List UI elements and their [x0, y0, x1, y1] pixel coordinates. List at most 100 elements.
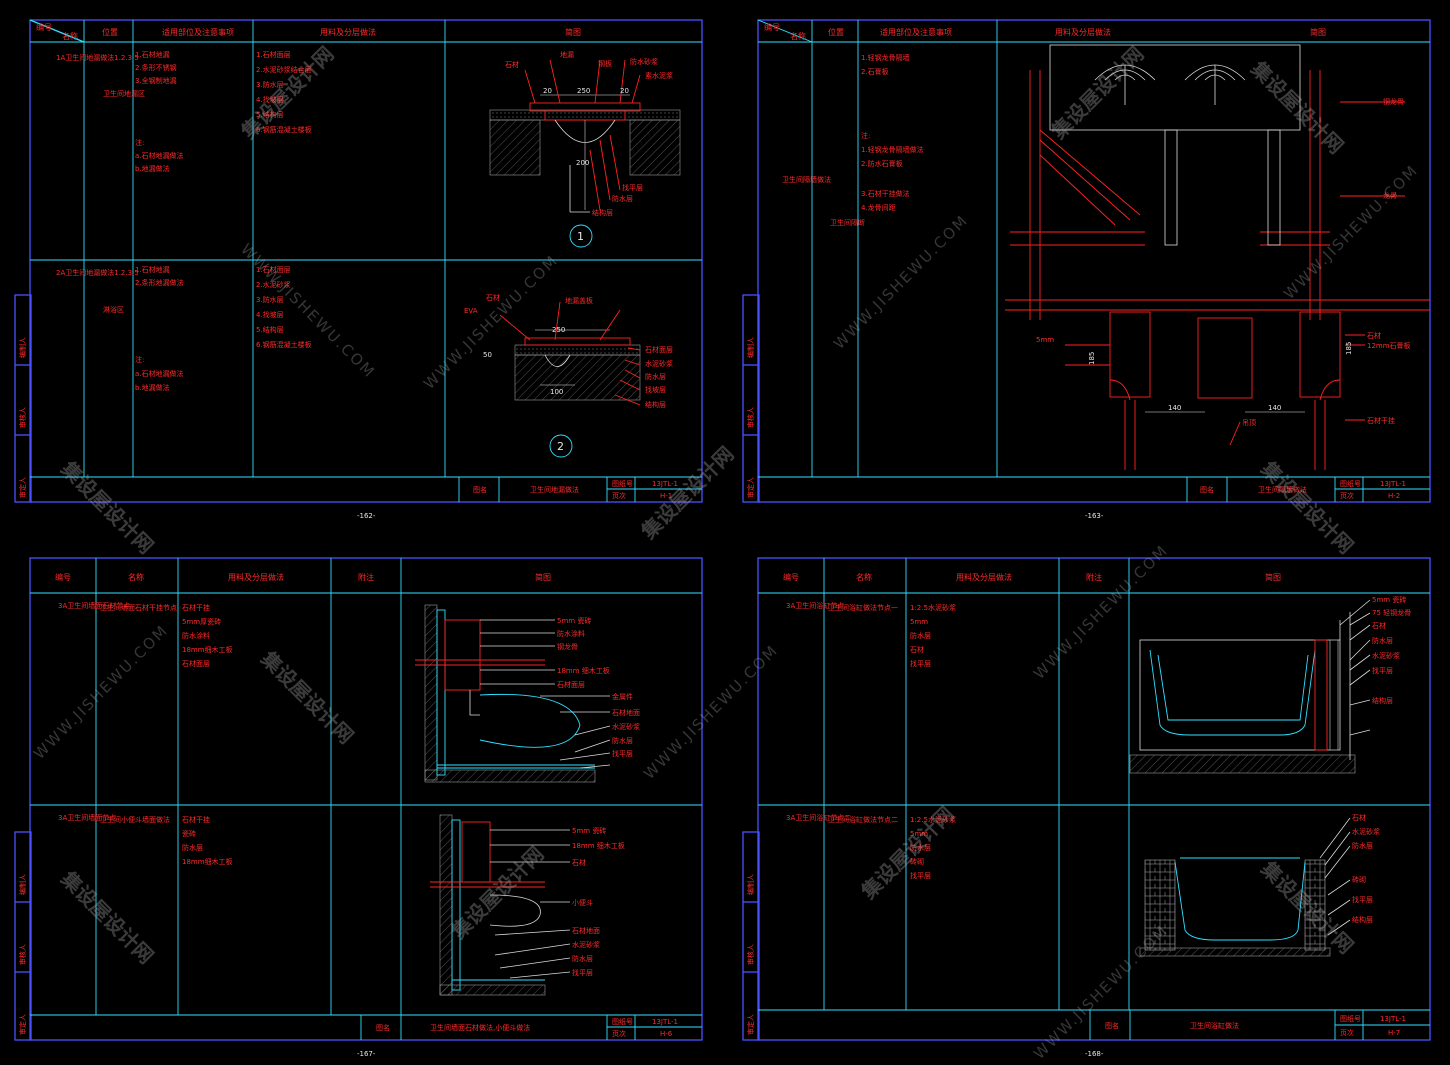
- urinal-section: 5mm 瓷砖 18mm 细木工板 石材 小便斗 石材地面 水泥砂浆 防水层 找平…: [430, 814, 625, 996]
- s4-footer-page: -168-: [1085, 1050, 1104, 1058]
- bathtub-section-1: 5mm 瓷砖 75 轻钢龙骨 石材 防水层 水泥砂浆 找平层 结构层: [1129, 595, 1411, 774]
- watermark-en: WWW.JISHEWU.COM: [1030, 921, 1172, 1063]
- row1-note-5: a.石材地漏做法: [135, 151, 184, 160]
- s4-code-label: 图纸号: [1340, 1014, 1361, 1023]
- s4-row2-name: 卫生间浴缸做法节点二: [828, 815, 898, 824]
- row1-layer-4: 4.找坡层: [256, 95, 284, 104]
- s4-row2-layer-5: 找平层: [910, 871, 931, 880]
- s4-header-diagram: 简图: [1265, 572, 1281, 582]
- row1-note-2: 2.条形不锈钢: [135, 63, 177, 72]
- s3-row1-code: 3A卫生间墙面石材节点: [58, 601, 130, 610]
- s4b-label-stone: 石材: [1352, 813, 1366, 822]
- floor-drain-section-2: 2 250 50 100 EVA 石材 地漏盖板 石材面层 水泥砂浆 防水层 找…: [464, 293, 673, 458]
- s4-header-layers: 用料及分层做法: [956, 572, 1012, 582]
- watermark-cn: 集设屋设计网: [1246, 56, 1349, 159]
- s2-side-reviewer: 审核人: [746, 407, 755, 428]
- s3-row1-layer-1: 石材干挂: [182, 603, 210, 612]
- s3-label-floor: 石材地面: [612, 708, 640, 717]
- label-gypsum: 12mm石膏板: [1367, 341, 1411, 350]
- dim-200: 200: [576, 159, 589, 167]
- watermark-cn: 集设屋设计网: [636, 442, 739, 545]
- label-waterproof: 防水层: [612, 194, 633, 203]
- dim-140-right: 140: [1268, 404, 1281, 412]
- s4-row1-layer-3: 防水层: [910, 631, 931, 640]
- s4b-label-waterproof: 防水层: [1352, 841, 1373, 850]
- s4b-label-structure: 结构层: [1352, 915, 1373, 924]
- header-layers: 用料及分层做法: [320, 27, 376, 37]
- s2-note-4: 1.轻钢龙骨隔墙做法: [861, 145, 924, 154]
- bathtub-section-2: 石材 水泥砂浆 防水层 砖砌 找平层 结构层: [1139, 813, 1380, 957]
- code-label: 图纸号: [612, 479, 633, 488]
- s3-row1-layer-3: 防水涂料: [182, 631, 210, 640]
- dim-20-left: 20: [543, 87, 552, 95]
- label-drain: 地漏: [560, 50, 574, 59]
- label-structure-b: 结构层: [645, 400, 666, 409]
- row1-layer-1: 1.石材面层: [256, 50, 291, 59]
- watermark-cn: 集设屋设计网: [446, 842, 549, 945]
- label-5mm: 5mm: [1036, 336, 1054, 344]
- s4b-label-leveling: 找平层: [1352, 895, 1373, 904]
- s2-page-label: 页次: [1340, 491, 1354, 500]
- s3-sheet-title: 卫生间墙面石材做法,小便斗做法: [430, 1023, 530, 1032]
- s3-row2-code: 3A卫生间墙面节点: [58, 813, 116, 822]
- row1-note-1: 1.石材地漏: [135, 50, 170, 59]
- partition-section: 185 140 140 185 石材 12mm石膏板 钢龙骨 5mm 龙骨 石材…: [1005, 44, 1430, 470]
- row2-note-3: 注:: [135, 355, 144, 364]
- label-waterproof-mortar: 防水砂浆: [630, 57, 658, 66]
- s3-header-code: 编号: [55, 572, 71, 582]
- side-reviewer: 审核人: [18, 407, 27, 428]
- s2-title-label: 图名: [1200, 485, 1214, 494]
- s3-page-label: 页次: [612, 1029, 626, 1038]
- label-leveling: 找平层: [622, 183, 643, 192]
- s3-row2-name: 卫生间小便斗墙面做法: [100, 815, 170, 824]
- s4-row2-layer-1: 1:2.5水泥砂浆: [910, 815, 956, 824]
- s2-side-approver: 审定人: [746, 477, 755, 498]
- detail-circle-1: 1: [577, 230, 584, 243]
- s3-row2-layer-3: 防水层: [182, 843, 203, 852]
- s4-header-notes: 附注: [1086, 572, 1102, 582]
- label-waterproof-b: 防水层: [645, 372, 666, 381]
- watermark-cn: 集设屋设计网: [1046, 42, 1149, 145]
- s2-footer-page: -163-: [1085, 512, 1104, 520]
- row2-layer-2: 2.水泥砂浆: [256, 280, 291, 289]
- s2-note-3: 注:: [861, 131, 870, 140]
- s3b-label-urinal: 小便斗: [572, 898, 593, 907]
- s4-row2-layer-2: 5mm: [910, 830, 928, 838]
- header-diagram: 简图: [565, 27, 581, 37]
- s3-header-diagram: 简图: [535, 572, 551, 582]
- sheet-1: 1 250 20 20 200 石材 地漏 钢板 防水砂浆 素水泥浆 找平层 防…: [14, 19, 703, 520]
- page-value: H-1: [660, 492, 672, 500]
- detail-circle-2: 2: [557, 440, 564, 453]
- header-name: 名称: [62, 31, 78, 41]
- s4-row1-layer-4: 石材: [910, 645, 924, 654]
- s3-row1-layer-4: 18mm细木工板: [182, 645, 233, 654]
- row2-note-4: a.石材地漏做法: [135, 369, 184, 378]
- row1-note-4: 注:: [135, 138, 144, 147]
- s3b-label-floor: 石材地面: [572, 926, 600, 935]
- label-stone: 石材: [505, 60, 519, 69]
- s2-code: 卫生间隔墙做法: [782, 175, 831, 184]
- s4b-label-mortar: 水泥砂浆: [1352, 827, 1380, 836]
- s2-header-layers: 用料及分层做法: [1055, 27, 1111, 37]
- s3-label-keel: 钢龙骨: [557, 642, 578, 651]
- dim-185-left: 185: [1088, 352, 1096, 365]
- watermark-cn: 集设屋设计网: [56, 866, 159, 969]
- s3-header-name: 名称: [128, 572, 144, 582]
- s4b-label-brick: 砖砌: [1352, 875, 1366, 884]
- s2-position: 卫生间隔断: [830, 218, 865, 227]
- s3-label-board: 18mm 细木工板: [557, 666, 610, 675]
- watermark-layer: 集设屋设计网 WWW.JISHEWU.COM WWW.JISHEWU.COM 集…: [30, 42, 1422, 1063]
- s4-label-waterproof: 防水层: [1372, 636, 1393, 645]
- s4-row1-layer-1: 1:2.5水泥砂浆: [910, 603, 956, 612]
- s3-row2-layer-2: 瓷砖: [182, 829, 196, 838]
- s3b-label-tile: 5mm 瓷砖: [572, 826, 606, 835]
- watermark-en: WWW.JISHEWU.COM: [640, 641, 782, 783]
- dim-185-right: 185: [1345, 342, 1353, 355]
- watermark-cn: 集设屋设计网: [56, 456, 159, 559]
- dim-100: 100: [550, 388, 563, 396]
- page-label: 页次: [612, 491, 626, 500]
- s2-code-value: 13JTL-1: [1380, 480, 1406, 488]
- s3-label-stone: 石材面层: [557, 680, 585, 689]
- s3-side-reviewer: 审核人: [18, 944, 27, 965]
- label-dry-hang: 石材干挂: [1367, 416, 1395, 425]
